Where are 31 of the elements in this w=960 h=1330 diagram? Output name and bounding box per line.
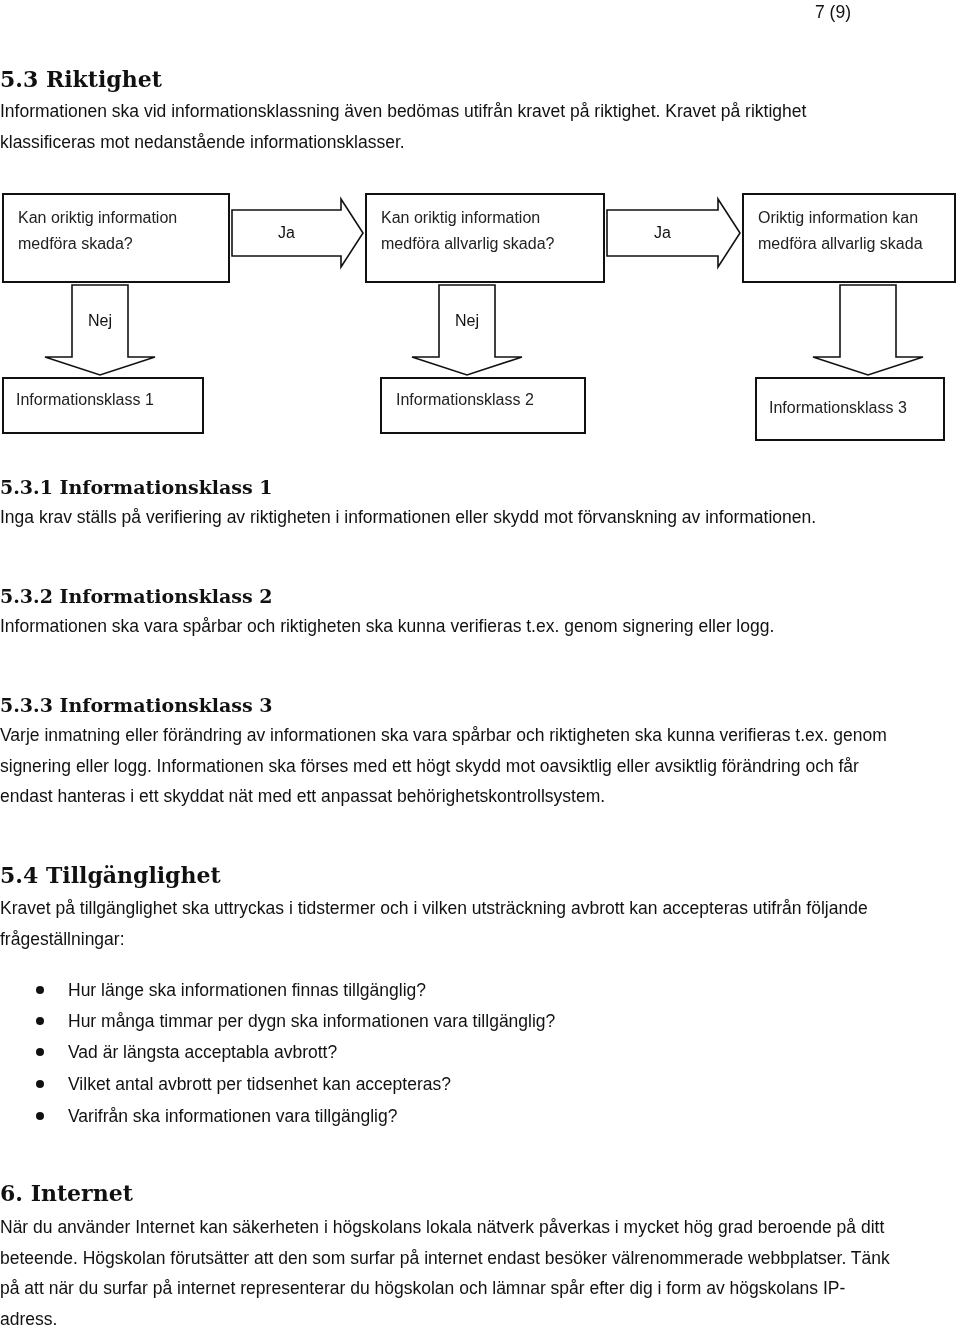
- process-box: Oriktig information kan medföra allvarlig skada: [742, 193, 956, 283]
- section-heading: 5.3.2 Informationsklass 2: [0, 584, 273, 609]
- block-arrow: [812, 284, 924, 376]
- process-box: Kan oriktig information medföra allvarlig skada?: [365, 193, 605, 283]
- process-box: Informationsklass 3: [755, 377, 945, 441]
- paragraph: När du använder Internet kan säkerheten i högskolans lokala nätverk påverkas i mycket hög grad beroende på ditt beteende. Högskolan förutsätter att den som surfar på internet endast besöker välrenommerade webbplatser. Tänk på att när du surfar på internet representerar du högskolan och lämnar spår efter dig i form av högskolans IP-adress.: [0, 1216, 891, 1330]
- list-item: Vad är längsta acceptabla avbrott?: [68, 1041, 338, 1064]
- paragraph: Informationen ska vara spårbar och riktigheten ska kunna verifieras t.ex. genom signering eller logg.: [0, 615, 776, 638]
- block-arrow: [44, 284, 156, 376]
- paragraph: Kravet på tillgänglighet ska uttryckas i tidstermer och i vilken utsträckning avbrott kan accepteras utifrån följande frågeställningar:: [0, 897, 869, 951]
- edge-label: Nej: [453, 312, 481, 330]
- list-item: Hur många timmar per dygn ska informationen vara tillgänglig?: [68, 1010, 556, 1033]
- list-item: Vilket antal avbrott per tidsenhet kan accepteras?: [68, 1073, 451, 1096]
- process-box: Kan oriktig information medföra skada?: [2, 193, 230, 283]
- paragraph: Inga krav ställs på verifiering av riktigheten i informationen eller skydd mot förvanskning av informationen.: [0, 506, 818, 529]
- edge-label: Nej: [86, 312, 114, 330]
- block-arrow: [231, 196, 364, 270]
- section-heading: 5.3.3 Informationsklass 3: [0, 693, 273, 718]
- block-arrow: [411, 284, 523, 376]
- list-item: Hur länge ska informationen finnas tillgänglig?: [68, 979, 426, 1002]
- paragraph: Informationen ska vid informationsklassning även bedömas utifrån kravet på riktighet. Kravet på riktighet klassificeras mot nedanstående informationsklasser.: [0, 100, 808, 154]
- list-item: Varifrån ska informationen vara tillgänglig?: [68, 1105, 398, 1128]
- section-heading: 5.3.1 Informationsklass 1: [0, 475, 273, 500]
- paragraph: Varje inmatning eller förändring av informationen ska vara spårbar och riktigheten ska kunna verifieras t.ex. genom signering eller logg. Informationen ska förses med ett högt skydd mot oavsiktlig eller avsiktlig förändring och får endast hanteras i ett skyddat nät med ett anpassat behörighetskontrollsystem.: [0, 724, 888, 808]
- block-arrow: [606, 196, 741, 270]
- process-box: Informationsklass 2: [380, 377, 586, 434]
- section-heading: 5.4 Tillgänglighet: [0, 861, 221, 890]
- section-heading: 5.3 Riktighet: [0, 65, 162, 94]
- section-heading: 6. Internet: [0, 1179, 133, 1208]
- page-number: 7 (9): [815, 1, 851, 24]
- process-box: Informationsklass 1: [2, 377, 204, 434]
